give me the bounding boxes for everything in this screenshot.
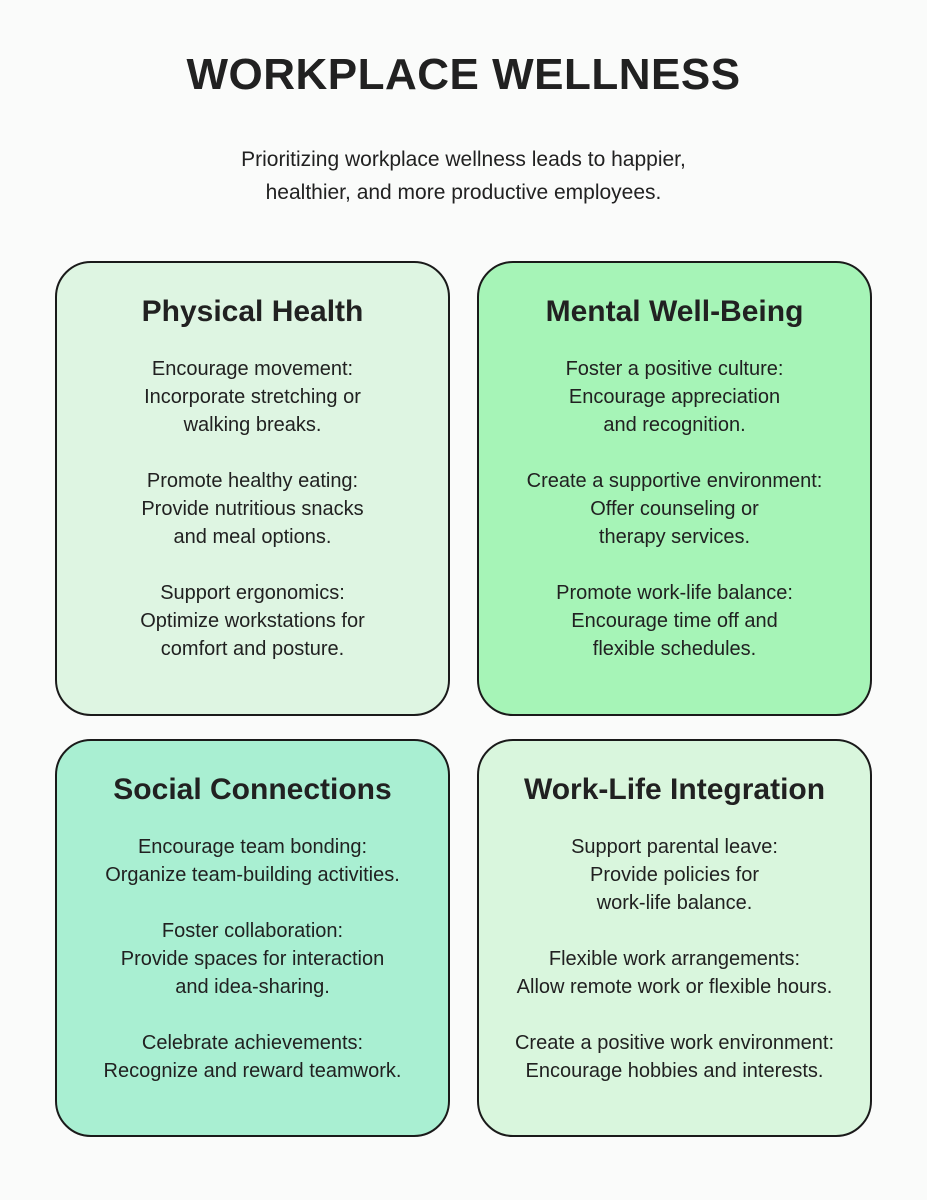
card-paragraph: Support parental leave: Provide policies… bbox=[571, 836, 778, 915]
card-title-work-life-integration: Work-Life Integration bbox=[523, 773, 826, 807]
card-paragraph: Support ergonomics: Optimize workstation… bbox=[140, 582, 365, 661]
card-social-connections: Social Connections Encourage team bondin… bbox=[55, 739, 450, 1138]
card-physical-health: Physical Health Encourage movement: Inco… bbox=[55, 261, 450, 717]
card-paragraph: Create a positive work environment: Enco… bbox=[514, 1032, 835, 1083]
card-paragraph: Flexible work arrangements: Allow remote… bbox=[516, 948, 833, 999]
card-paragraph: Promote healthy eating: Provide nutritio… bbox=[141, 470, 364, 549]
card-title-physical-health: Physical Health bbox=[141, 295, 364, 329]
card-paragraph: Encourage team bonding: Organize team-bu… bbox=[105, 836, 400, 887]
card-work-life-integration: Work-Life Integration Support parental l… bbox=[477, 739, 872, 1138]
card-paragraph: Foster a positive culture: Encourage app… bbox=[565, 358, 784, 437]
card-title-social-connections: Social Connections bbox=[113, 773, 392, 807]
card-paragraph: Create a supportive environment: Offer c… bbox=[526, 470, 823, 549]
cards-grid: Physical Health Encourage movement: Inco… bbox=[55, 261, 872, 1138]
card-mental-well-being: Mental Well-Being Foster a positive cult… bbox=[477, 261, 872, 717]
card-paragraph: Promote work-life balance: Encourage tim… bbox=[556, 582, 793, 661]
card-paragraph: Foster collaboration: Provide spaces for… bbox=[120, 920, 385, 999]
card-paragraph: Encourage movement: Incorporate stretchi… bbox=[144, 358, 361, 437]
page-title: WORKPLACE WELLNESS bbox=[186, 50, 741, 99]
card-paragraph: Celebrate achievements: Recognize and re… bbox=[103, 1032, 402, 1083]
page-subtitle: Prioritizing workplace wellness leads to… bbox=[241, 148, 686, 204]
card-title-mental-well-being: Mental Well-Being bbox=[545, 295, 804, 329]
